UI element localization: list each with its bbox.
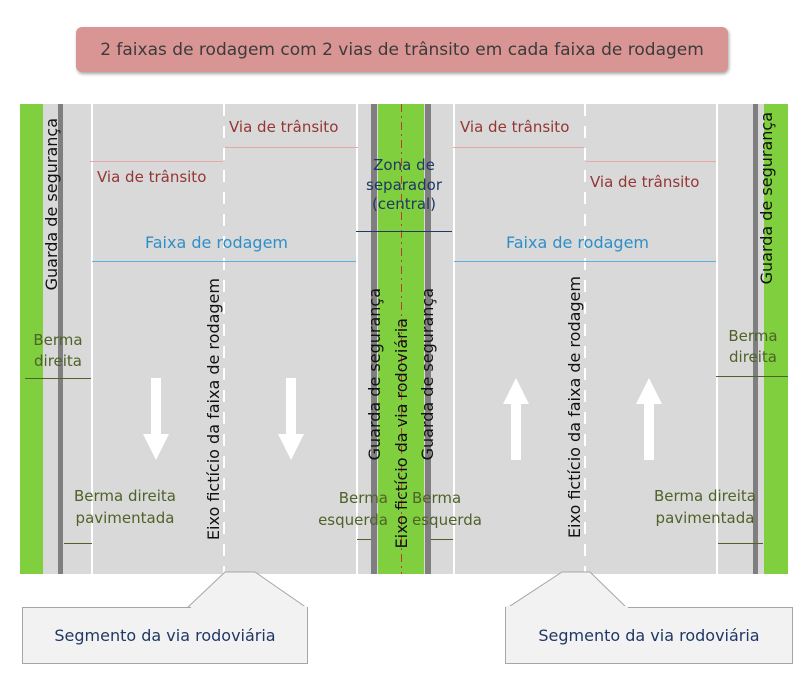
road-axis-line	[401, 104, 402, 574]
guarda-seguranca-label-left: Guarda de segurança	[42, 118, 61, 291]
guarda-seguranca-label-central-right: Guarda de segurança	[418, 288, 437, 461]
eixo-ficticio-via-label: Eixo fictício da via rodoviária	[392, 318, 411, 549]
segmento-via-callout-right: Segmento da via rodoviária	[505, 607, 793, 664]
down-arrow-icon	[278, 378, 304, 460]
left-lane-divider	[223, 104, 225, 574]
berma-direita-pavimentada-label-left: Berma direita pavimentada	[74, 487, 176, 527]
zona-separador-underline	[356, 231, 452, 232]
central-guardrail-right	[425, 104, 431, 574]
guarda-seguranca-label-central-left: Guarda de segurança	[365, 288, 384, 461]
via-transito-label-left-2: Via de trânsito	[97, 168, 207, 186]
segmento-via-callout-left: Segmento da via rodoviária	[22, 607, 308, 664]
left-inner-edge-line	[356, 104, 358, 574]
berma-pavimentada-underline-right	[718, 543, 763, 544]
faixa-rodagem-line-left	[92, 261, 356, 262]
callout-joint-left	[191, 606, 307, 609]
left-guardrail	[58, 104, 63, 574]
berma-direita-pavimentada-label-right: Berma direita pavimentada	[654, 487, 756, 527]
right-lane-divider	[584, 104, 586, 574]
berma-direita-label-right: Berma direita	[728, 327, 778, 366]
callout-pointer-left	[185, 571, 309, 609]
berma-direita-underline-left	[25, 378, 91, 379]
via-transito-underline-right-1	[453, 147, 584, 148]
right-edge-line	[716, 104, 718, 574]
via-transito-label-right-1: Via de trânsito	[460, 118, 570, 136]
eixo-ficticio-faixa-label-right: Eixo fictício da faixa de rodagem	[565, 276, 584, 539]
via-transito-label-left-1: Via de trânsito	[229, 118, 339, 136]
zona-separador-label: Zona de separador (central)	[366, 156, 442, 213]
right-guardrail	[753, 104, 758, 574]
central-guardrail-left	[371, 104, 377, 574]
left-verge	[20, 104, 43, 574]
callout-joint-right	[506, 606, 628, 609]
berma-esquerda-underline-left	[357, 539, 371, 540]
left-edge-line	[91, 104, 93, 574]
berma-esquerda-underline-right	[431, 539, 453, 540]
via-transito-underline-left-1	[225, 147, 358, 148]
berma-pavimentada-underline-left	[64, 543, 92, 544]
berma-esquerda-label-right: Berma esquerda	[412, 489, 482, 529]
callout-pointer-right	[505, 571, 629, 609]
via-transito-overline-right-2	[586, 161, 716, 162]
faixa-rodagem-label-left: Faixa de rodagem	[145, 233, 288, 252]
guarda-seguranca-label-right: Guarda de segurança	[757, 112, 776, 285]
via-transito-label-right-2: Via de trânsito	[590, 173, 700, 191]
right-inner-edge-line	[453, 104, 455, 574]
eixo-ficticio-faixa-label-left: Eixo fictício da faixa de rodagem	[204, 278, 223, 541]
faixa-rodagem-label-right: Faixa de rodagem	[506, 233, 649, 252]
down-arrow-icon	[143, 378, 169, 460]
up-arrow-icon	[636, 378, 662, 460]
berma-direita-label-left: Berma direita	[33, 331, 83, 370]
berma-direita-underline-right	[716, 376, 788, 377]
via-transito-overline-left-2	[90, 161, 223, 162]
right-verge	[764, 104, 788, 574]
berma-esquerda-label-left: Berma esquerda	[318, 489, 388, 529]
diagram-title: 2 faixas de rodagem com 2 vias de trânsi…	[76, 27, 728, 72]
up-arrow-icon	[503, 378, 529, 460]
faixa-rodagem-line-right	[454, 261, 716, 262]
